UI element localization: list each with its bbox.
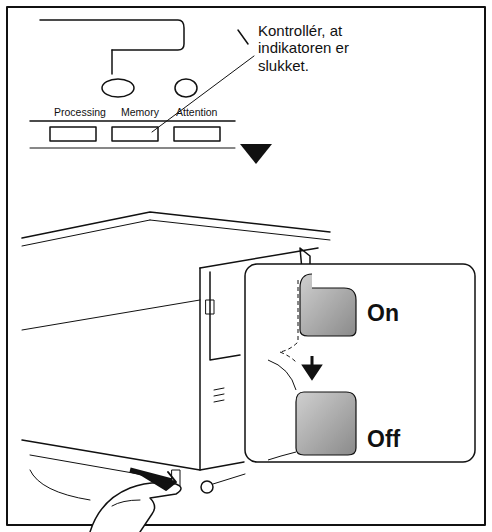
printer-body [210, 272, 240, 360]
switch-housing [268, 360, 296, 460]
indicator-led [175, 79, 197, 97]
frame [7, 7, 485, 525]
indicator-window [174, 127, 220, 141]
indicator-led [102, 79, 134, 97]
power-switch [201, 481, 213, 493]
inset-frame [245, 264, 475, 462]
hand [112, 500, 140, 506]
indicator-window [50, 127, 96, 141]
printer-body [22, 220, 150, 246]
panel-edge [30, 120, 235, 122]
panel-edge [111, 50, 113, 74]
switch-on [300, 274, 356, 336]
printer-body [199, 268, 201, 470]
switch-state-label: Off [367, 426, 400, 452]
toggle-arrow [304, 356, 320, 378]
switch-state-label: On [367, 300, 399, 326]
latch [206, 300, 214, 314]
printer-body [30, 470, 90, 500]
vent [214, 388, 224, 402]
printer-body [22, 300, 200, 330]
printer-body [22, 212, 330, 238]
printer-body [150, 220, 330, 240]
switch-inset: OnOff [245, 264, 475, 462]
switch-off [296, 392, 356, 455]
indicator-label: Processing [54, 106, 106, 118]
leader-line [213, 474, 245, 484]
panel-edge [238, 30, 248, 44]
indicator-window [112, 127, 158, 141]
leader-line [152, 56, 254, 132]
callout-note: Kontrollér, at indikatoren er slukket. [258, 22, 398, 74]
switch-housing [280, 280, 298, 362]
indicator-label: Memory [121, 106, 159, 118]
panel-edge [30, 148, 235, 149]
step-arrow [240, 144, 272, 164]
push-arrow [130, 470, 172, 481]
printer-body [22, 440, 244, 470]
indicator-label: Attention [176, 106, 217, 118]
panel-edge [40, 20, 184, 50]
